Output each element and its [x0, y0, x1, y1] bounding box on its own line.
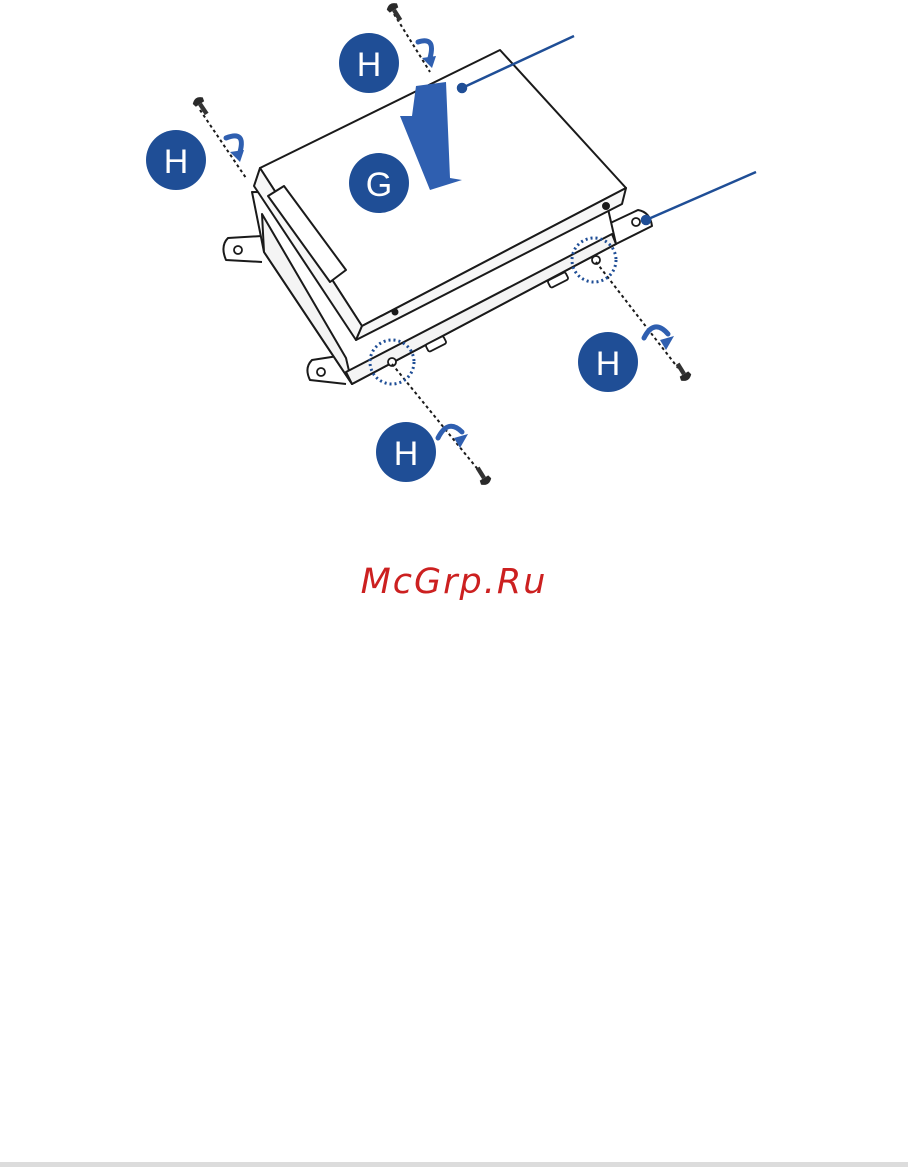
badge-h-left: H — [146, 130, 206, 190]
badge-g: G — [349, 153, 409, 213]
badge-label: G — [366, 166, 392, 204]
watermark-text: McGrp.Ru — [0, 562, 908, 602]
hdd-bracket-diagram: H H G H H — [0, 0, 908, 560]
badge-label: H — [394, 435, 419, 473]
badge-label: H — [596, 345, 621, 383]
badge-h-bottom: H — [376, 422, 436, 482]
badge-h-top: H — [339, 33, 399, 93]
badge-label: H — [164, 143, 189, 181]
bottom-rule — [0, 1162, 908, 1167]
badge-label: H — [357, 46, 382, 84]
badge-h-right: H — [578, 332, 638, 392]
